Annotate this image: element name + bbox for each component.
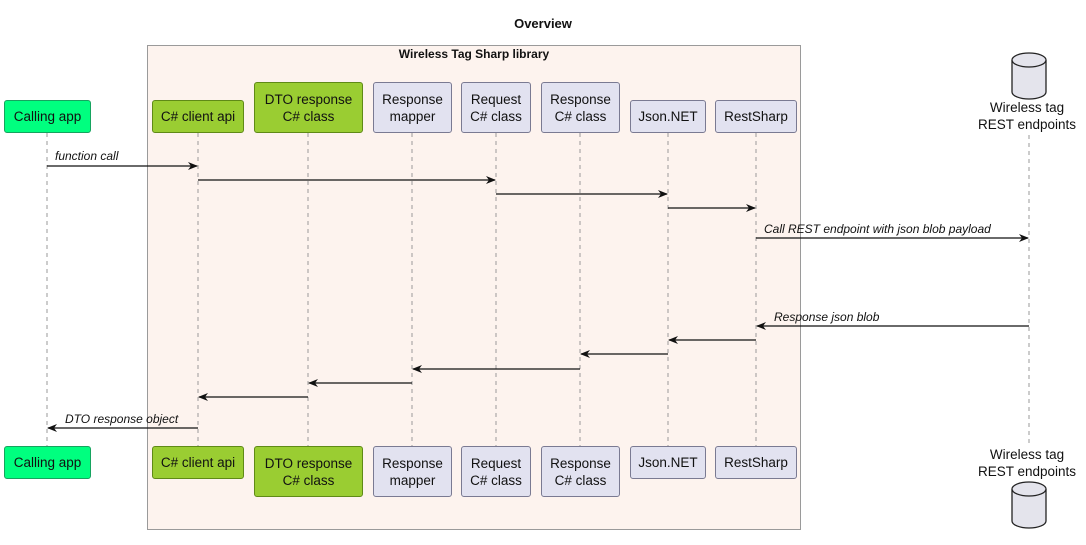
participant-label: Json.NET bbox=[638, 109, 698, 124]
participant-dto-top: DTO response C# class bbox=[254, 82, 363, 133]
participant-endpoints-bottom-label: Wireless tag REST endpoints bbox=[977, 447, 1077, 479]
participant-json-bottom: Json.NET bbox=[630, 446, 706, 479]
participant-client-api-top: C# client api bbox=[152, 100, 244, 133]
participant-response-bottom: Response C# class bbox=[541, 446, 620, 497]
participant-restsharp-top: RestSharp bbox=[715, 100, 797, 133]
participant-label: Response mapper bbox=[382, 91, 443, 124]
participant-calling-app-bottom: Calling app bbox=[4, 446, 91, 479]
participant-response-top: Response C# class bbox=[541, 82, 620, 133]
participant-label: Response C# class bbox=[550, 91, 611, 124]
participant-json-top: Json.NET bbox=[630, 100, 706, 133]
participant-label: Json.NET bbox=[638, 455, 698, 470]
participant-label: RestSharp bbox=[724, 109, 788, 124]
msg-label-function-call: function call bbox=[55, 149, 119, 163]
msg-label-dto-object: DTO response object bbox=[65, 412, 179, 426]
participant-label: C# client api bbox=[160, 109, 236, 124]
participant-label: Response C# class bbox=[550, 455, 611, 488]
participant-label: DTO response C# class bbox=[264, 455, 353, 488]
participant-restsharp-bottom: RestSharp bbox=[715, 446, 797, 479]
participant-request-bottom: Request C# class bbox=[461, 446, 531, 497]
participant-request-top: Request C# class bbox=[461, 82, 531, 133]
participant-label: Response mapper bbox=[382, 455, 443, 488]
participant-label: RestSharp bbox=[724, 455, 788, 470]
participant-label: Request C# class bbox=[470, 91, 522, 124]
participant-label: Request C# class bbox=[470, 455, 522, 488]
participant-dto-bottom: DTO response C# class bbox=[254, 446, 363, 497]
participant-calling-app-top: Calling app bbox=[4, 100, 91, 133]
msg-label-call-rest: Call REST endpoint with json blob payloa… bbox=[764, 222, 991, 236]
diagram-title: Overview bbox=[514, 16, 572, 31]
participant-label: Calling app bbox=[13, 109, 82, 124]
msg-label-response-json: Response json blob bbox=[774, 310, 880, 324]
database-icon-bottom bbox=[1011, 481, 1047, 529]
database-icon-top bbox=[1011, 52, 1047, 100]
participant-mapper-bottom: Response mapper bbox=[373, 446, 452, 497]
participant-endpoints-top-label: Wireless tag REST endpoints bbox=[977, 100, 1077, 132]
participant-mapper-top: Response mapper bbox=[373, 82, 452, 133]
participant-label: DTO response C# class bbox=[264, 91, 353, 124]
library-group-title: Wireless Tag Sharp library bbox=[398, 47, 550, 61]
participant-label: C# client api bbox=[160, 455, 236, 470]
participant-label: Calling app bbox=[13, 455, 82, 470]
participant-client-api-bottom: C# client api bbox=[152, 446, 244, 479]
